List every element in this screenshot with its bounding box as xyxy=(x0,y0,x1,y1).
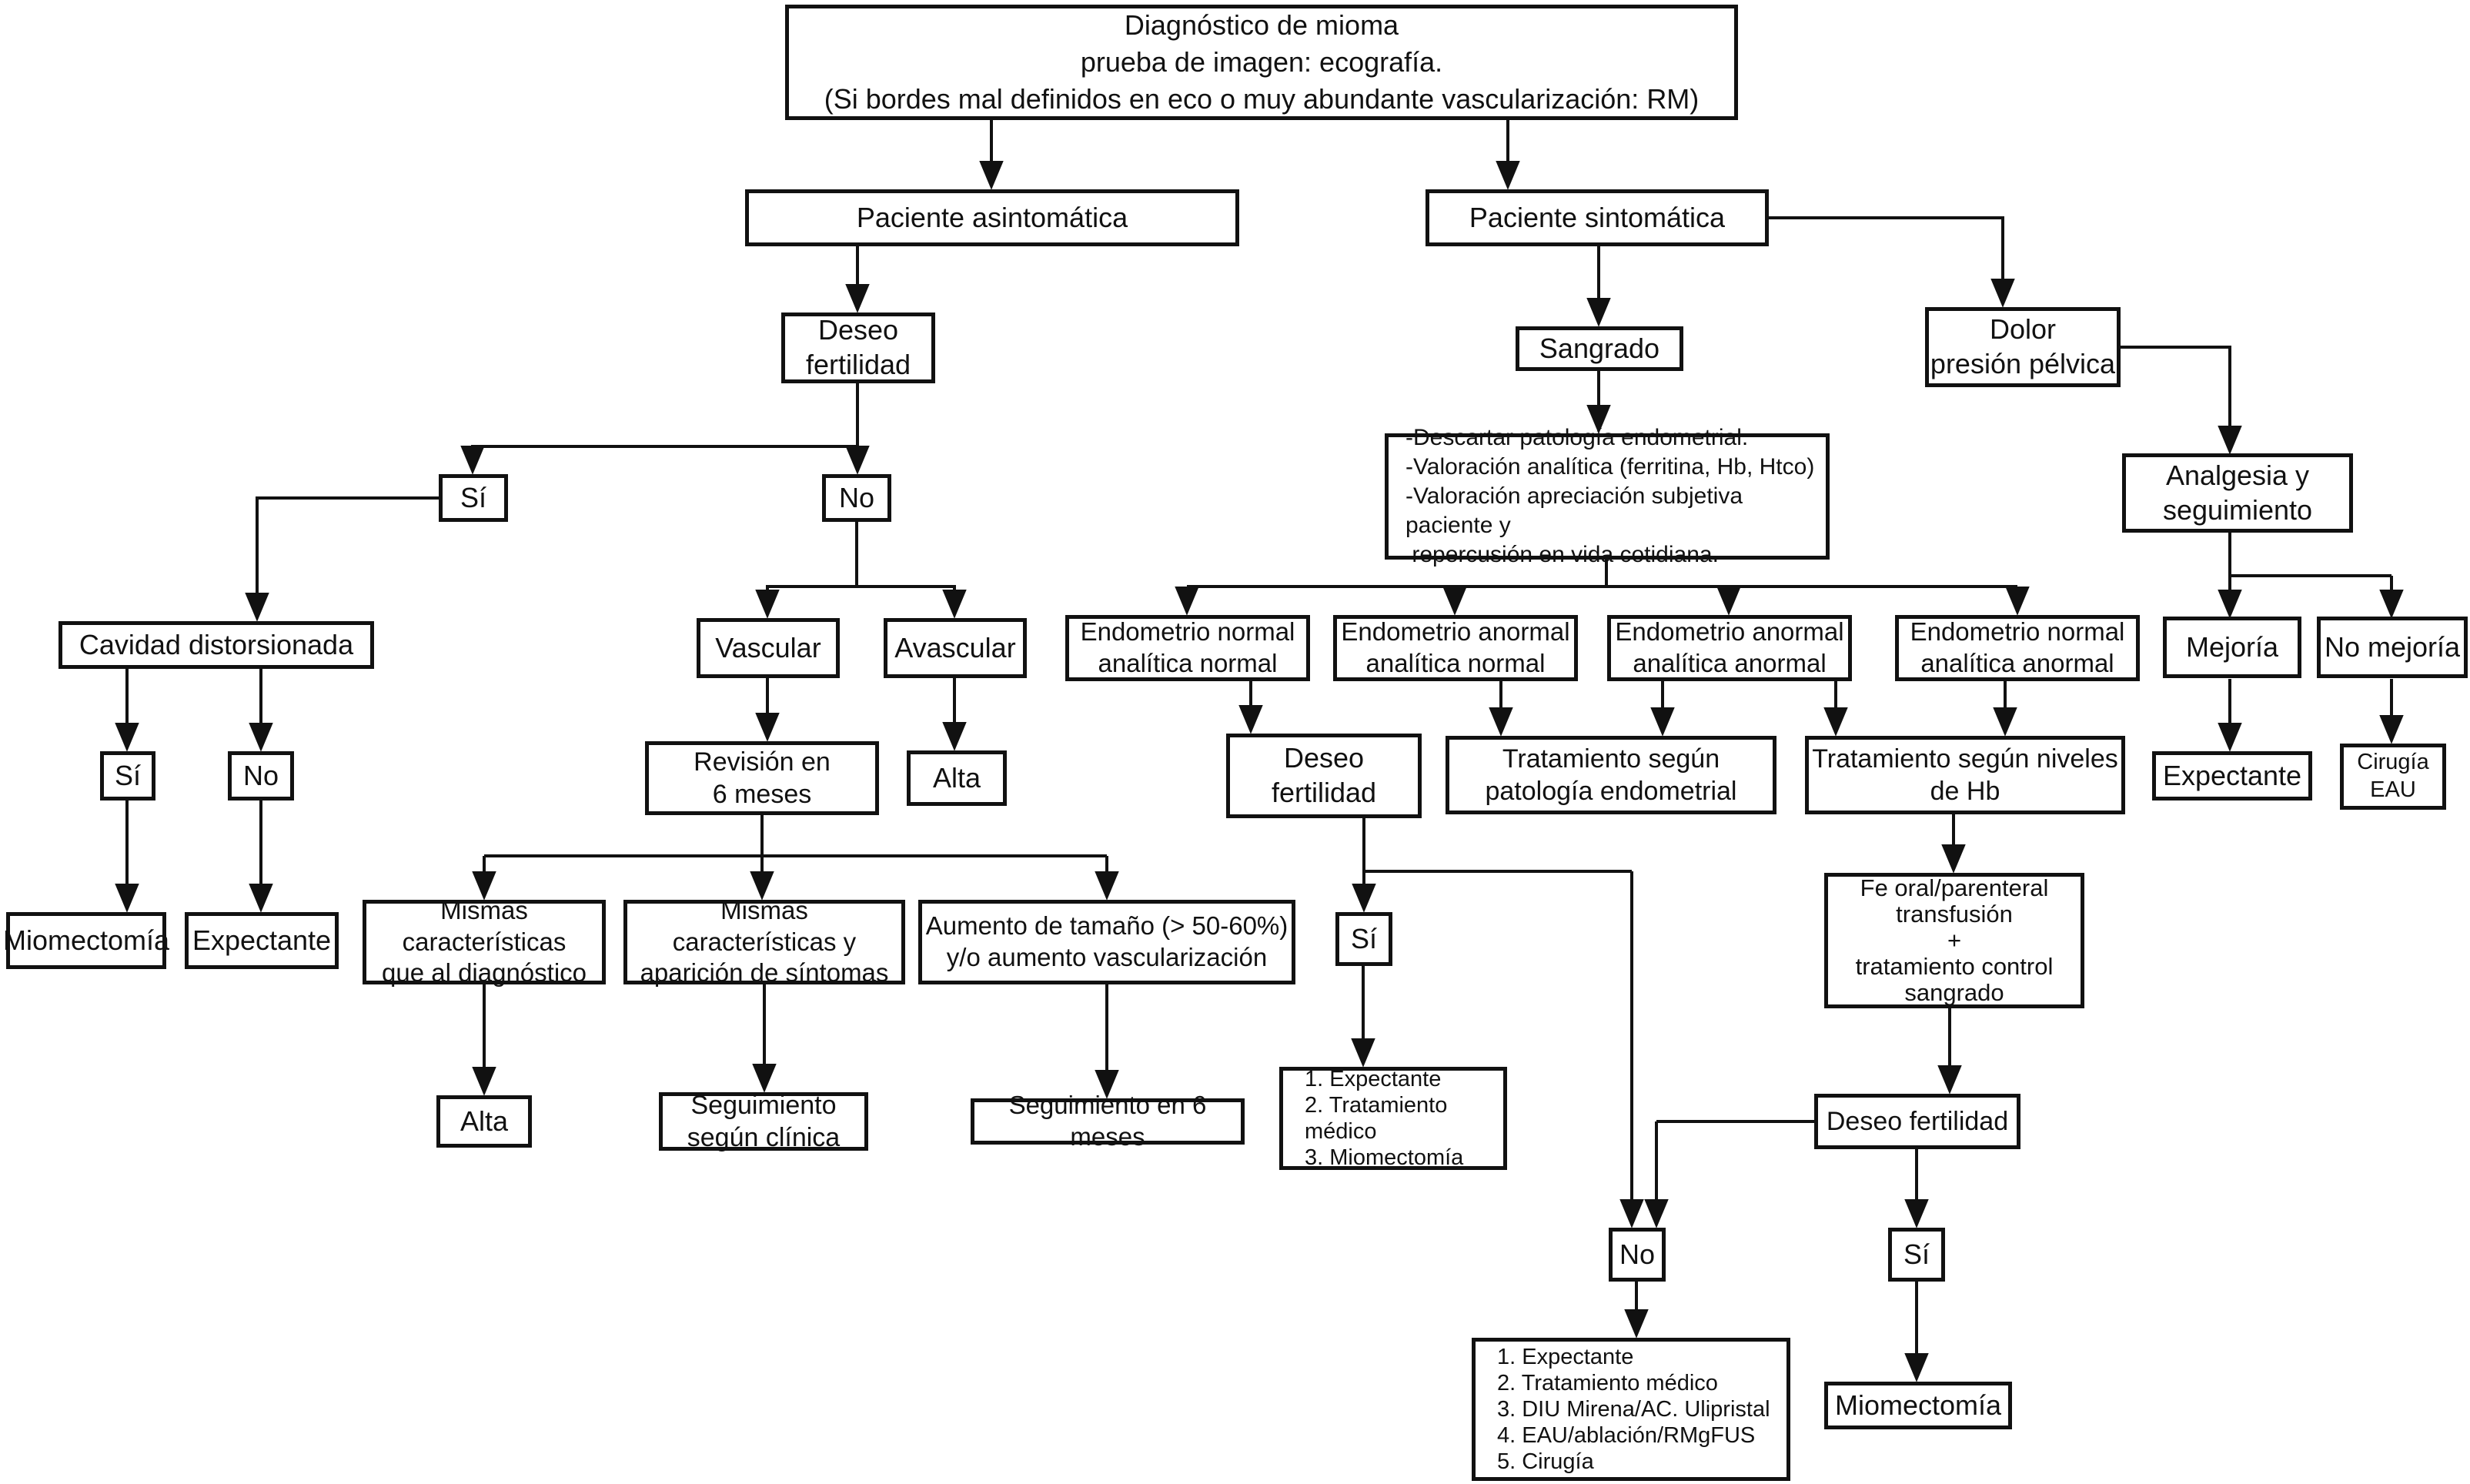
node-seguimiento-segun-clinica: Seguimiento según clínica xyxy=(659,1091,868,1152)
node-deseo-fertilidad-asintomatica: Deseo fertilidad xyxy=(781,313,935,383)
node-alta-avascular: Alta xyxy=(907,750,1007,806)
node-endometrio-normal-analitica-normal: Endometrio normal analítica normal xyxy=(1065,615,1310,681)
node-mismas-caracteristicas-sintomas: Mismas características y aparición de sí… xyxy=(623,896,905,987)
node-analgesia-seguimiento: Analgesia y seguimiento xyxy=(2122,453,2353,533)
node-no-deseo-fertilidad: No xyxy=(822,474,891,522)
node-revision-6-meses: Revisión en 6 meses xyxy=(645,741,879,815)
node-tratamiento-patologia-endometrial: Tratamiento según patología endometrial xyxy=(1446,736,1776,814)
node-no-cavidad: No xyxy=(228,751,294,800)
node-si-cavidad: Sí xyxy=(100,751,155,800)
node-deseo-fertilidad-hb: Deseo fertilidad xyxy=(1814,1094,2020,1149)
node-alta-seguimiento: Alta xyxy=(436,1095,532,1148)
node-valoracion-sangrado: -Descartar patología endometrial. -Valor… xyxy=(1385,425,1830,567)
node-expectante-dolor: Expectante xyxy=(2152,751,2312,800)
node-avascular: Avascular xyxy=(884,618,1027,678)
node-paciente-sintomatica: Paciente sintomática xyxy=(1426,189,1769,246)
node-opciones-tratamiento-no-fertilidad: 1. Expectante 2. Tratamiento médico 3. D… xyxy=(1472,1338,1790,1481)
node-miomectomia-fertilidad: Miomectomía xyxy=(1824,1382,2012,1429)
node-sangrado: Sangrado xyxy=(1516,326,1683,371)
node-miomectomia-cavidad: Miomectomía xyxy=(3,912,169,969)
node-tratamiento-niveles-hb: Tratamiento según niveles de Hb xyxy=(1805,736,2125,814)
node-endometrio-anormal-analitica-anormal: Endometrio anormal analítica anormal xyxy=(1607,615,1852,681)
node-opciones-tratamiento-fertilidad: 1. Expectante 2. Tratamiento médico 3. M… xyxy=(1279,1067,1507,1170)
node-endometrio-anormal-analitica-normal: Endometrio anormal analítica normal xyxy=(1333,615,1578,681)
node-fe-oral-parenteral: Fe oral/parenteral transfusión + tratami… xyxy=(1824,873,2084,1008)
node-cirugia-eau: Cirugía EAU xyxy=(2340,744,2446,810)
node-si-deseo-hb: Sí xyxy=(1888,1228,1945,1282)
node-vascular: Vascular xyxy=(697,618,840,678)
node-dolor-presion-pelvica: Dolor presión pélvica xyxy=(1925,307,2121,387)
node-expectante-cavidad: Expectante xyxy=(185,912,339,969)
node-endometrio-normal-analitica-anormal: Endometrio normal analítica anormal xyxy=(1895,615,2140,681)
node-cavidad-distorsionada: Cavidad distorsionada xyxy=(58,621,374,669)
node-no-mejoria: No mejoría xyxy=(2317,617,2468,678)
node-seguimiento-6-meses: Seguimiento en 6 meses xyxy=(971,1091,1245,1151)
node-aumento-tamano-vascularizacion: Aumento de tamaño (> 50-60%) y/o aumento… xyxy=(918,900,1295,984)
node-mismas-caracteristicas-diagnostico: Mismas características que al diagnóstic… xyxy=(363,896,606,987)
node-mejoria: Mejoría xyxy=(2163,617,2301,678)
node-si-deseo-sangrado: Sí xyxy=(1335,912,1392,966)
node-diagnostico-mioma: Diagnóstico de mioma prueba de imagen: e… xyxy=(785,5,1738,120)
node-si-deseo-fertilidad: Sí xyxy=(439,474,508,522)
node-no-deseo-hb: No xyxy=(1609,1228,1666,1282)
node-deseo-fertilidad-sangrado: Deseo fertilidad xyxy=(1226,734,1422,818)
node-paciente-asintomatica: Paciente asintomática xyxy=(745,189,1239,246)
